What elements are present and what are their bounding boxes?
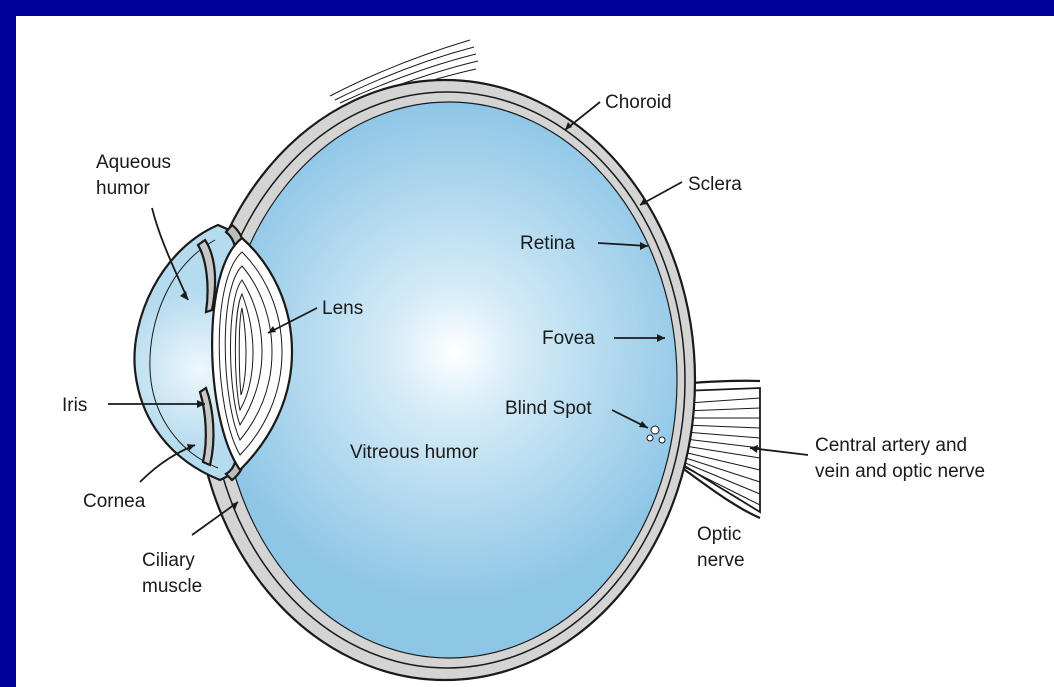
- optic-nerve-label-line2: nerve: [697, 550, 745, 571]
- lens-label: Lens: [322, 298, 363, 319]
- aqueous-humor-label: Aqueous: [96, 152, 171, 173]
- blind-spot-label: Blind Spot: [505, 398, 592, 419]
- eye-anatomy-diagram: Aqueous humor Choroid Sclera Retina Lens…: [16, 16, 1054, 687]
- choroid-label: Choroid: [605, 92, 672, 113]
- optic-nerve-label: Optic: [697, 524, 741, 545]
- central-artery-label: Central artery and: [815, 435, 967, 456]
- iris-label: Iris: [62, 395, 87, 416]
- sclera-label: Sclera: [688, 174, 742, 195]
- ciliary-muscle-label-line2: muscle: [142, 576, 202, 597]
- aqueous-humor-label-line2: humor: [96, 178, 151, 199]
- cornea-label: Cornea: [83, 491, 146, 512]
- diagram-canvas: Aqueous humor Choroid Sclera Retina Lens…: [16, 16, 1054, 687]
- fovea-label: Fovea: [542, 328, 595, 349]
- vitreous-humor-label: Vitreous humor: [350, 442, 479, 463]
- central-artery-label-line2: vein and optic nerve: [815, 461, 985, 482]
- ciliary-muscle-label: Ciliary: [142, 550, 195, 571]
- retina-label: Retina: [520, 233, 575, 254]
